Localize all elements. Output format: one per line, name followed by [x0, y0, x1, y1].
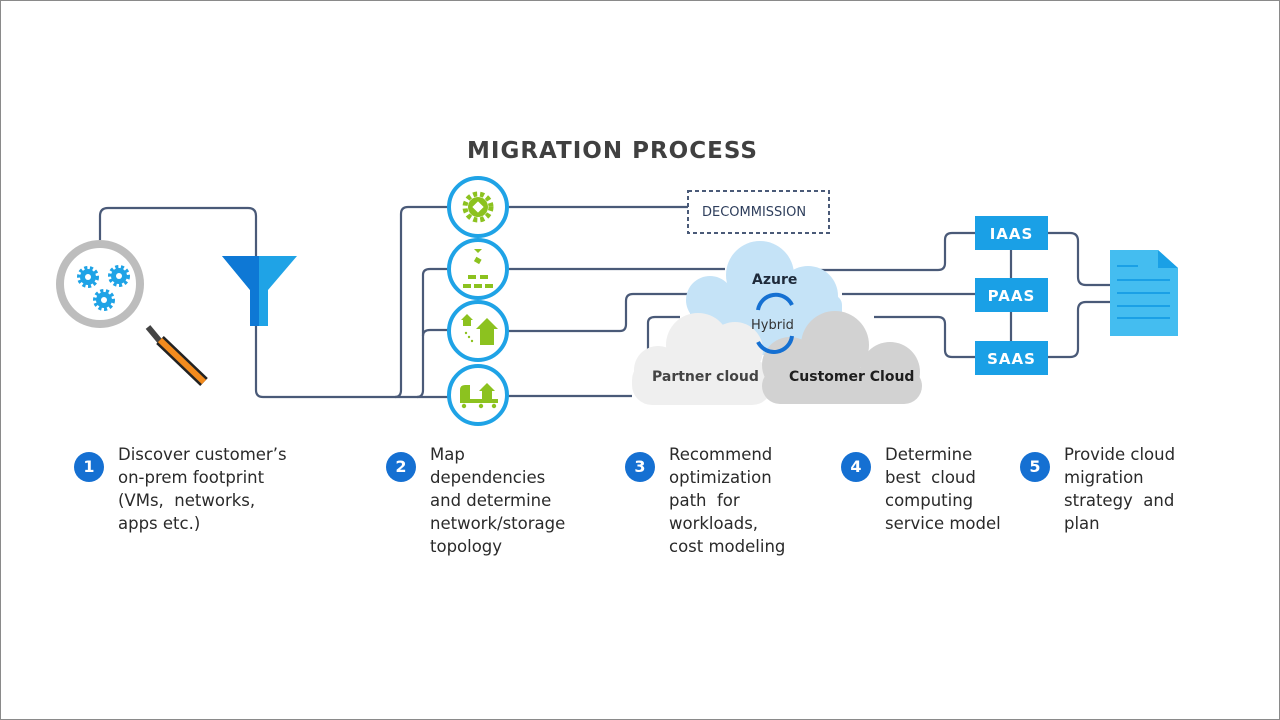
funnel-icon	[222, 256, 297, 326]
partner-cloud	[632, 313, 772, 405]
partner-cloud-label: Partner cloud	[652, 369, 759, 385]
magnifier-gears-icon	[56, 240, 208, 386]
customer-cloud	[762, 311, 922, 404]
step-number-badge: 4	[841, 452, 871, 482]
saas-box	[975, 341, 1048, 375]
connector-partner-up	[646, 315, 680, 350]
connector-gear	[394, 205, 448, 399]
hybrid-sync-icon	[756, 292, 794, 354]
iaas-box	[975, 216, 1048, 250]
connector-doc-bottom	[1048, 300, 1110, 359]
step-description: Determine best cloud computing service m…	[885, 445, 1001, 533]
diagram-title: MIGRATION PROCESS	[467, 138, 758, 164]
connector-lines	[98, 205, 1110, 399]
connector-discover	[98, 206, 448, 399]
connector-saas	[874, 315, 975, 359]
hybrid-label: Hybrid	[751, 318, 794, 333]
truck-house-circle	[447, 364, 509, 426]
azure-label: Azure	[752, 272, 798, 288]
connector-doc-top	[1048, 231, 1110, 287]
dependency-blocks-circle	[447, 238, 509, 300]
paas-box	[975, 278, 1048, 312]
step-description: Map dependencies and determine network/s…	[430, 445, 566, 556]
iaas-label: IAAS	[989, 225, 1034, 243]
connector-hybrid	[508, 292, 690, 333]
connector-house	[421, 328, 448, 337]
step-number-badge: 1	[74, 452, 104, 482]
step-description: Provide cloud migration strategy and pla…	[1064, 445, 1176, 533]
decommission-label: DECOMMISSION	[702, 205, 807, 220]
step-number-badge: 3	[625, 452, 655, 482]
connector-deps	[416, 267, 448, 399]
paas-label: PAAS	[987, 287, 1036, 305]
step-number-badge: 5	[1020, 452, 1050, 482]
customer-cloud-label: Customer Cloud	[789, 369, 915, 385]
step-description: Discover customer’s on-prem footprint (V…	[118, 445, 287, 533]
decommission-box	[687, 190, 830, 234]
gear-circle	[447, 176, 509, 238]
saas-label: SAAS	[987, 350, 1036, 368]
house-move-circle	[447, 300, 509, 362]
document-icon	[1110, 250, 1178, 336]
step-description: Recommend optimization path for workload…	[669, 445, 786, 556]
step-number-badge: 2	[386, 452, 416, 482]
connector-iaas	[820, 231, 975, 272]
